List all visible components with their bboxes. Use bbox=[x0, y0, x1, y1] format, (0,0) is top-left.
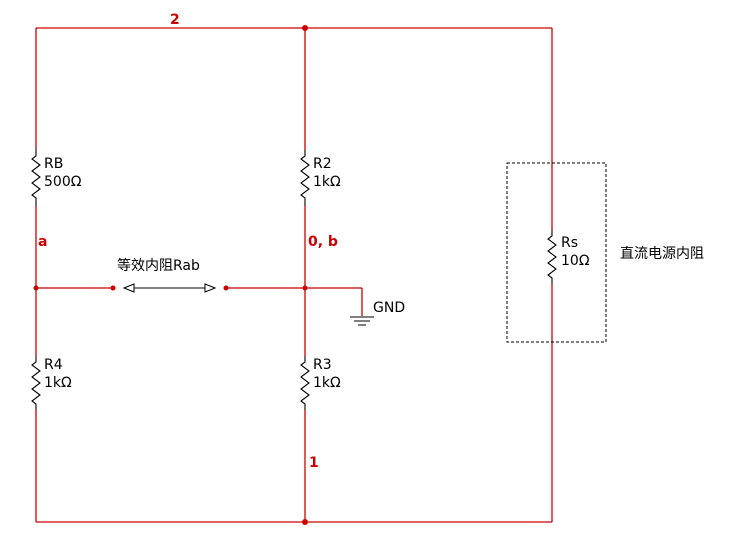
r2-value: 1kΩ bbox=[313, 174, 341, 190]
resistor-r3-symbol bbox=[300, 356, 310, 410]
node-label-2: 2 bbox=[170, 12, 180, 28]
rb-value: 500Ω bbox=[44, 174, 82, 190]
resistor-r2-symbol bbox=[300, 150, 310, 206]
node-label-1: 1 bbox=[309, 455, 319, 471]
node-label-0b: 0, b bbox=[308, 234, 338, 250]
rb-ref: RB bbox=[44, 156, 63, 172]
source-dashed-box bbox=[506, 162, 607, 343]
terminal-a-dot bbox=[110, 285, 116, 291]
wires bbox=[35, 27, 553, 523]
rab-label: 等效内阻Rab bbox=[117, 257, 200, 274]
ground-icon bbox=[350, 316, 374, 326]
r2-ref: R2 bbox=[313, 156, 332, 172]
junction-bottom bbox=[302, 519, 308, 525]
r4-ref: R4 bbox=[44, 357, 63, 373]
source-resistance-label: 直流电源内阻 bbox=[620, 245, 704, 262]
r3-value: 1kΩ bbox=[313, 375, 341, 391]
junction-a bbox=[33, 285, 39, 291]
junctions bbox=[33, 25, 308, 525]
node-label-a: a bbox=[38, 234, 47, 250]
junction-b bbox=[302, 285, 308, 291]
junction-top bbox=[302, 25, 308, 31]
rs-value: 10Ω bbox=[561, 253, 590, 269]
terminal-b-dot bbox=[223, 285, 229, 291]
resistor-rb-symbol bbox=[31, 148, 41, 206]
gnd-label: GND bbox=[373, 300, 405, 316]
r3-ref: R3 bbox=[313, 357, 332, 373]
r4-value: 1kΩ bbox=[44, 375, 72, 391]
resistor-r4-symbol bbox=[31, 356, 41, 410]
resistor-rs-symbol bbox=[547, 230, 557, 284]
rs-ref: Rs bbox=[561, 235, 578, 251]
double-arrow-icon bbox=[122, 283, 217, 293]
